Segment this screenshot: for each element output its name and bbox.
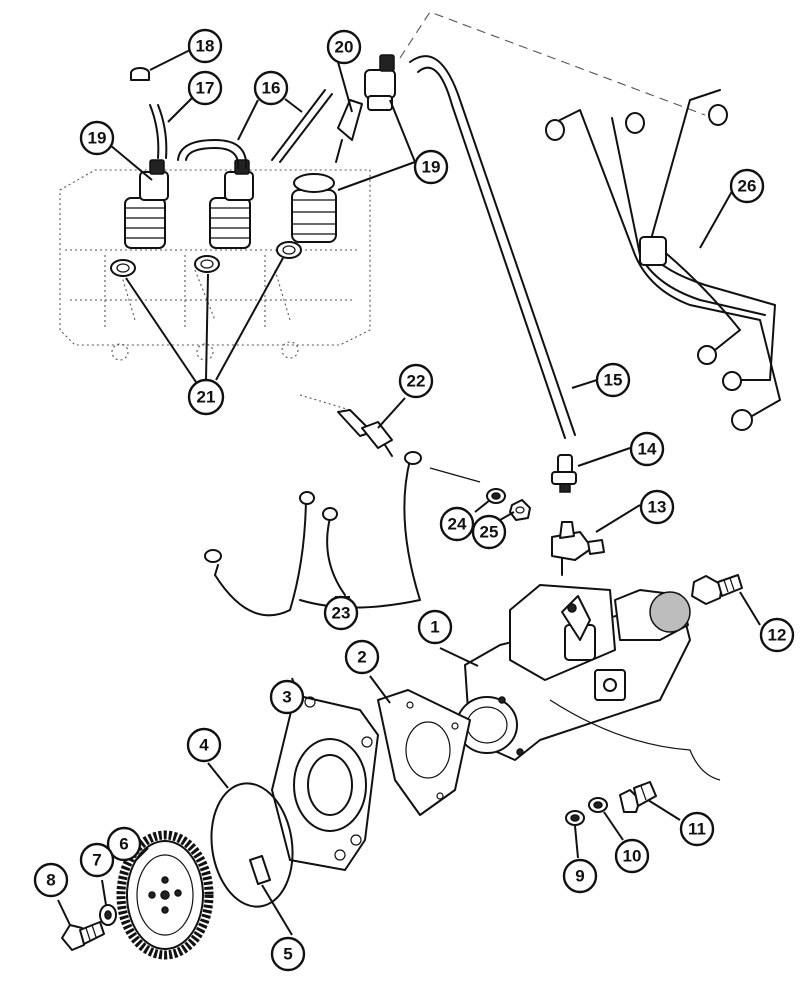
pump-gasket (377, 689, 471, 816)
nozzle-part (335, 99, 363, 163)
injector-1 (124, 159, 169, 249)
adaptor-plate (271, 694, 379, 871)
svg-text:21: 21 (197, 388, 216, 407)
dowel-pin (249, 855, 271, 885)
callout-6: 6 (106, 826, 142, 862)
callout-5: 5 (270, 936, 306, 972)
svg-text:13: 13 (648, 498, 667, 517)
callout-20: 20 (326, 29, 362, 65)
injection-pump (456, 584, 721, 781)
earth-leads (204, 451, 481, 617)
callout-11: 11 (679, 811, 715, 847)
callout-1: 1 (417, 609, 453, 645)
svg-text:16: 16 (262, 79, 281, 98)
callout-16: 16 (253, 70, 289, 106)
tee-union (551, 521, 605, 576)
svg-text:19: 19 (88, 129, 107, 148)
leak-off-pipes (149, 89, 333, 169)
callout-4: 4 (186, 727, 222, 763)
callout-9: 9 (562, 858, 598, 894)
svg-text:1: 1 (430, 618, 439, 637)
plug-part (130, 67, 150, 81)
svg-text:23: 23 (332, 604, 351, 623)
callout-19-left: 19 (79, 120, 115, 156)
svg-text:7: 7 (92, 851, 101, 870)
callout-3: 3 (269, 679, 305, 715)
svg-text:20: 20 (335, 38, 354, 57)
svg-text:6: 6 (119, 835, 128, 854)
callout-21: 21 (187, 378, 225, 416)
callout-7: 7 (79, 842, 115, 878)
svg-text:15: 15 (604, 371, 623, 390)
pump-bolt (619, 781, 657, 813)
svg-text:9: 9 (575, 867, 584, 886)
callout-26: 26 (729, 168, 765, 204)
svg-text:8: 8 (46, 871, 55, 890)
high-pressure-pipes (545, 89, 781, 431)
injector-3 (291, 173, 337, 243)
callout-12: 12 (759, 617, 795, 653)
callout-2: 2 (344, 639, 380, 675)
svg-text:24: 24 (448, 515, 467, 534)
callout-14: 14 (629, 431, 665, 467)
svg-text:26: 26 (738, 177, 757, 196)
callout-24: 24 (439, 506, 475, 542)
svg-text:4: 4 (199, 736, 209, 755)
callout-8: 8 (33, 862, 69, 898)
dashed-guide-line (399, 11, 706, 116)
hose-adaptor (551, 454, 577, 493)
callout-23: 23 (323, 595, 359, 631)
svg-text:12: 12 (768, 626, 787, 645)
callout-25: 25 (471, 514, 507, 550)
gear-washer (99, 904, 117, 926)
svg-text:10: 10 (623, 847, 642, 866)
injector-4-removed (364, 54, 396, 111)
svg-text:5: 5 (283, 945, 292, 964)
callout-10: 10 (614, 838, 650, 874)
callout-15: 15 (595, 362, 631, 398)
callout-18: 18 (187, 28, 223, 64)
svg-text:2: 2 (357, 648, 366, 667)
callout-17: 17 (187, 70, 223, 106)
washer-and-nut (486, 488, 531, 521)
svg-text:19: 19 (422, 158, 441, 177)
fuel-union (691, 574, 743, 605)
callout-13: 13 (639, 489, 675, 525)
o-ring (210, 782, 294, 908)
callout-19-right: 19 (413, 149, 449, 185)
mounting-stud (337, 409, 393, 457)
svg-text:3: 3 (282, 688, 291, 707)
drive-gear (116, 830, 214, 960)
svg-text:11: 11 (688, 820, 706, 839)
svg-text:25: 25 (480, 523, 499, 542)
fuel-return-hose (409, 55, 576, 439)
callout-22: 22 (398, 363, 434, 399)
svg-text:17: 17 (196, 79, 215, 98)
pump-washers (565, 797, 608, 826)
gear-bolt (61, 921, 105, 951)
injector-2 (209, 159, 254, 249)
svg-text:22: 22 (407, 372, 426, 391)
svg-text:14: 14 (638, 440, 657, 459)
svg-text:18: 18 (196, 37, 215, 56)
sealing-washers (110, 241, 302, 277)
